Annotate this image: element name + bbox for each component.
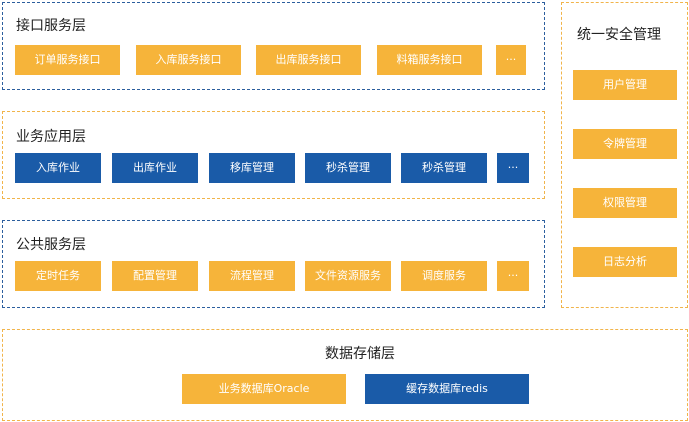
outbound-operation: 出库作业 bbox=[112, 153, 198, 183]
scheduled-task: 定时任务 bbox=[15, 261, 101, 291]
config-management: 配置管理 bbox=[112, 261, 198, 291]
storage-layer: 数据存储层 业务数据库Oracle 缓存数据库redis bbox=[2, 329, 688, 421]
token-management: 令牌管理 bbox=[573, 129, 677, 159]
log-analysis: 日志分析 bbox=[573, 247, 677, 277]
outbound-service-interface: 出库服务接口 bbox=[256, 45, 361, 75]
process-management: 流程管理 bbox=[209, 261, 295, 291]
security-layer: 统一安全管理 用户管理 令牌管理 权限管理 日志分析 bbox=[561, 2, 688, 308]
flash-sale-management-1: 秒杀管理 bbox=[305, 153, 391, 183]
business-database-oracle: 业务数据库Oracle bbox=[182, 374, 346, 404]
cache-database-redis: 缓存数据库redis bbox=[365, 374, 529, 404]
app-layer-title: 业务应用层 bbox=[16, 129, 86, 145]
inbound-service-interface: 入库服务接口 bbox=[136, 45, 241, 75]
app-more: ··· bbox=[497, 153, 529, 183]
common-layer: 公共服务层 定时任务 配置管理 流程管理 文件资源服务 调度服务 ··· bbox=[2, 220, 545, 308]
permission-management: 权限管理 bbox=[573, 188, 677, 218]
storage-layer-title: 数据存储层 bbox=[325, 346, 395, 362]
interface-more: ··· bbox=[496, 45, 526, 75]
common-more: ··· bbox=[497, 261, 529, 291]
transfer-management: 移库管理 bbox=[209, 153, 295, 183]
common-layer-title: 公共服务层 bbox=[16, 237, 86, 253]
dispatch-service: 调度服务 bbox=[401, 261, 487, 291]
bin-service-interface: 料箱服务接口 bbox=[377, 45, 482, 75]
user-management: 用户管理 bbox=[573, 70, 677, 100]
inbound-operation: 入库作业 bbox=[15, 153, 101, 183]
order-service-interface: 订单服务接口 bbox=[15, 45, 120, 75]
interface-layer-title: 接口服务层 bbox=[16, 18, 86, 34]
flash-sale-management-2: 秒杀管理 bbox=[401, 153, 487, 183]
app-layer: 业务应用层 入库作业 出库作业 移库管理 秒杀管理 秒杀管理 ··· bbox=[2, 111, 545, 199]
file-resource-service: 文件资源服务 bbox=[305, 261, 391, 291]
security-layer-title: 统一安全管理 bbox=[577, 27, 661, 43]
interface-layer: 接口服务层 订单服务接口 入库服务接口 出库服务接口 料箱服务接口 ··· bbox=[2, 2, 545, 90]
